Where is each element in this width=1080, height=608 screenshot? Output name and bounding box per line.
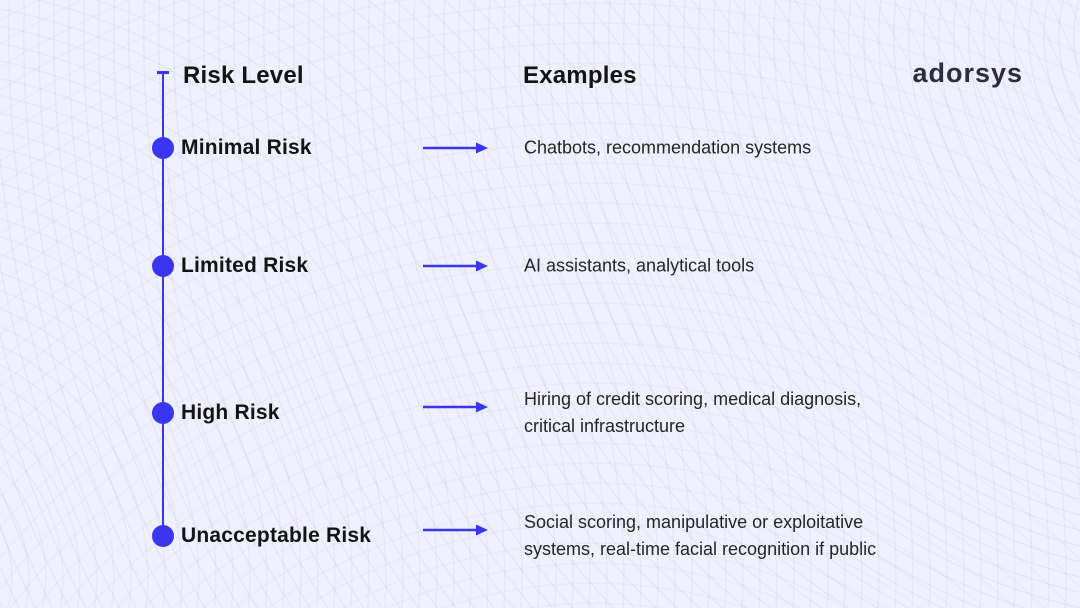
example-text: Chatbots, recommendation systems: [524, 135, 811, 162]
example-line: Social scoring, manipulative or exploita…: [524, 512, 864, 532]
example-line: Chatbots, recommendation systems: [524, 137, 812, 158]
arrow-icon: [423, 401, 488, 413]
adorsys-logo: adorsys: [912, 58, 1023, 88]
arrow-icon: [423, 142, 488, 154]
risk-label: Limited Risk: [181, 254, 309, 277]
timeline-dot: [152, 137, 174, 159]
risk-label: Unacceptable Risk: [181, 524, 372, 547]
timeline-dot: [152, 525, 174, 547]
arrow-icon: [423, 524, 488, 536]
timeline-dot: [152, 255, 174, 277]
example-line: systems, real-time facial recognition if…: [524, 539, 877, 559]
risk-label: Minimal Risk: [181, 136, 312, 159]
example-line: AI assistants, analytical tools: [524, 255, 755, 276]
timeline-vertical-line: [162, 72, 164, 536]
example-text: Social scoring, manipulative or exploita…: [524, 509, 876, 563]
examples-column-header: Examples: [523, 62, 637, 89]
example-line: Hiring of credit scoring, medical diagno…: [524, 389, 862, 409]
example-text: AI assistants, analytical tools: [524, 253, 754, 280]
risk-label: High Risk: [181, 401, 280, 424]
example-text: Hiring of credit scoring, medical diagno…: [524, 386, 861, 440]
timeline-dot: [152, 402, 174, 424]
risk-level-column-header: Risk Level: [183, 62, 304, 89]
arrow-icon: [423, 260, 488, 272]
example-line: critical infrastructure: [524, 416, 686, 436]
